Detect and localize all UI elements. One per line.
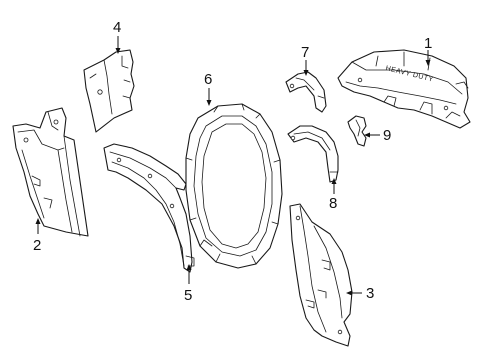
part-2-left-side-panel — [12, 107, 89, 237]
callout-9: 9 — [383, 127, 391, 144]
part-5-curved-shroud — [103, 143, 195, 273]
callout-7: 7 — [301, 44, 309, 61]
part-8-lower-bracket — [287, 125, 339, 183]
part-3-right-side-panel — [289, 203, 353, 347]
callout-numbers: 1 2 3 4 5 6 7 8 9 — [33, 19, 432, 304]
part-4-bracket-panel — [83, 49, 135, 133]
callout-8: 8 — [329, 195, 337, 212]
part-6-fan-shroud-ring — [185, 103, 283, 269]
callout-leaders — [35, 36, 431, 296]
callout-4: 4 — [113, 19, 121, 36]
callout-2: 2 — [33, 237, 41, 254]
part-1-upper-shroud: HEAVY DUTY — [337, 49, 471, 129]
callout-5: 5 — [184, 287, 192, 304]
part-7-upper-bracket — [285, 71, 327, 113]
callout-3: 3 — [366, 285, 374, 302]
callout-6: 6 — [204, 71, 212, 88]
callout-1: 1 — [424, 35, 432, 52]
part-9-clip — [347, 115, 367, 147]
